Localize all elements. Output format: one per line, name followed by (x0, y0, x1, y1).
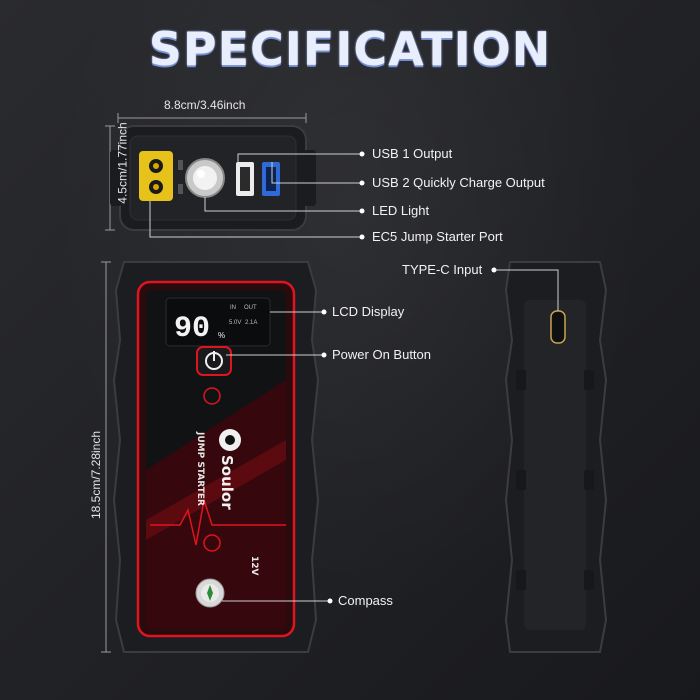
page-title: SPECIFICATION (148, 22, 552, 76)
brand-name: Soulor (218, 455, 236, 510)
power-callout: Power On Button (332, 347, 431, 362)
lcd-in-label: IN (230, 305, 236, 311)
led-callout: LED Light (372, 203, 430, 218)
callout-dots (321, 151, 497, 604)
led-light-graphic (185, 158, 225, 198)
brand-logo-graphic (219, 429, 241, 451)
device-side-view (504, 261, 608, 653)
lcd-voltage: 5.0V (229, 320, 241, 326)
lcd-percent: % (218, 331, 225, 340)
compass-callout: Compass (338, 593, 393, 608)
typec-callout: TYPE-C Input (402, 262, 483, 277)
ec5-port-graphic (139, 151, 173, 201)
ec5-callout: EC5 Jump Starter Port (372, 229, 503, 244)
voltage-label: 12V (249, 556, 259, 576)
compass-graphic (195, 578, 225, 608)
device-front-view (112, 261, 320, 653)
lcd-callout: LCD Display (332, 304, 405, 319)
usb1-callout: USB 1 Output (372, 146, 453, 161)
callout-lines (149, 153, 559, 602)
lcd-out-label: OUT (244, 305, 257, 311)
usb-ports-graphic (236, 162, 280, 196)
product-name: JUMP STARTER (195, 431, 205, 506)
lcd-current: 2.1A (245, 320, 257, 326)
top-height-dimension: 4.5cm/1.77inch (115, 122, 130, 204)
lcd-value: 90 (174, 312, 210, 346)
device-top-view (110, 125, 316, 231)
length-dimension: 18.5cm/7.28inch (89, 430, 104, 520)
usb2-callout: USB 2 Quickly Charge Output (372, 175, 545, 190)
width-dimension: 8.8cm/3.46inch (164, 98, 246, 112)
power-button-graphic (196, 346, 232, 376)
